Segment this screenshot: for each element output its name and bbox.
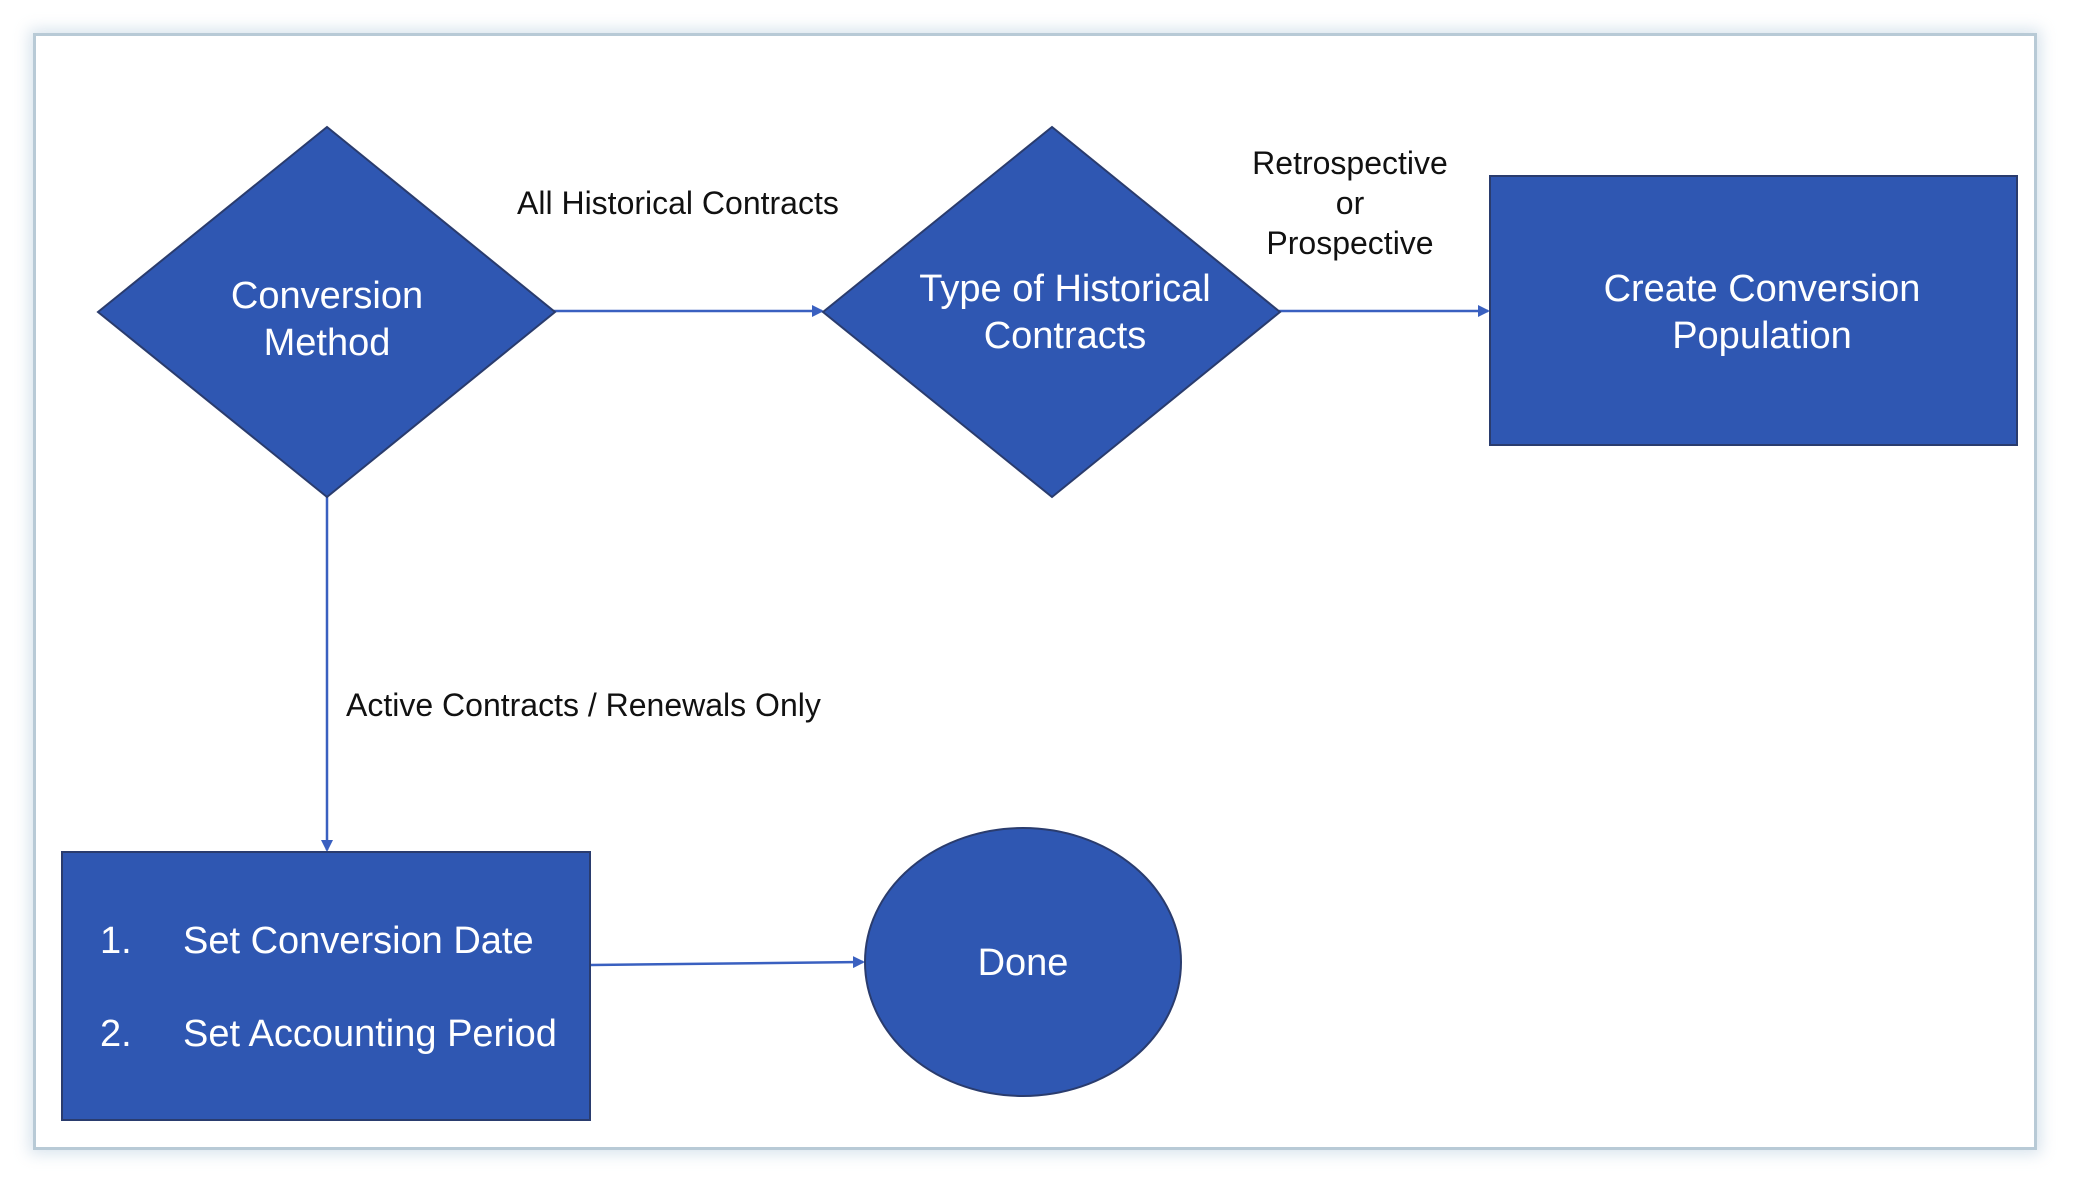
conversion-method-line2: Method	[264, 322, 391, 364]
edge-label-active-renewals: Active Contracts / Renewals Only	[346, 687, 821, 723]
create-population-line2: Population	[1672, 315, 1852, 357]
step-2-number: 2.	[100, 1013, 132, 1055]
create-population-line1: Create Conversion	[1604, 268, 1921, 310]
type-of-historical-line1: Type of Historical	[919, 268, 1210, 310]
process-create-conversion-population: Create Conversion Population	[1489, 175, 2018, 446]
decision-type-of-historical-contracts: Type of Historical Contracts	[821, 125, 1282, 499]
terminal-done: Done	[864, 827, 1182, 1097]
step-1-number: 1.	[100, 920, 132, 962]
edge-label-or: or	[1336, 185, 1365, 221]
process-set-steps: 1. Set Conversion Date 2. Set Accounting…	[61, 851, 591, 1121]
edge-label-all-historical: All Historical Contracts	[517, 185, 839, 221]
decision-conversion-method: Conversion Method	[96, 125, 557, 499]
done-label: Done	[978, 942, 1069, 984]
edge-label-retrospective: Retrospective	[1252, 145, 1448, 181]
step-1-text: Set Conversion Date	[183, 920, 534, 962]
edge-steps-to-done	[590, 956, 865, 969]
type-of-historical-line2: Contracts	[984, 315, 1147, 357]
step-2-text: Set Accounting Period	[183, 1013, 557, 1055]
edge-label-prospective: Prospective	[1266, 225, 1433, 261]
conversion-method-line1: Conversion	[231, 275, 423, 317]
